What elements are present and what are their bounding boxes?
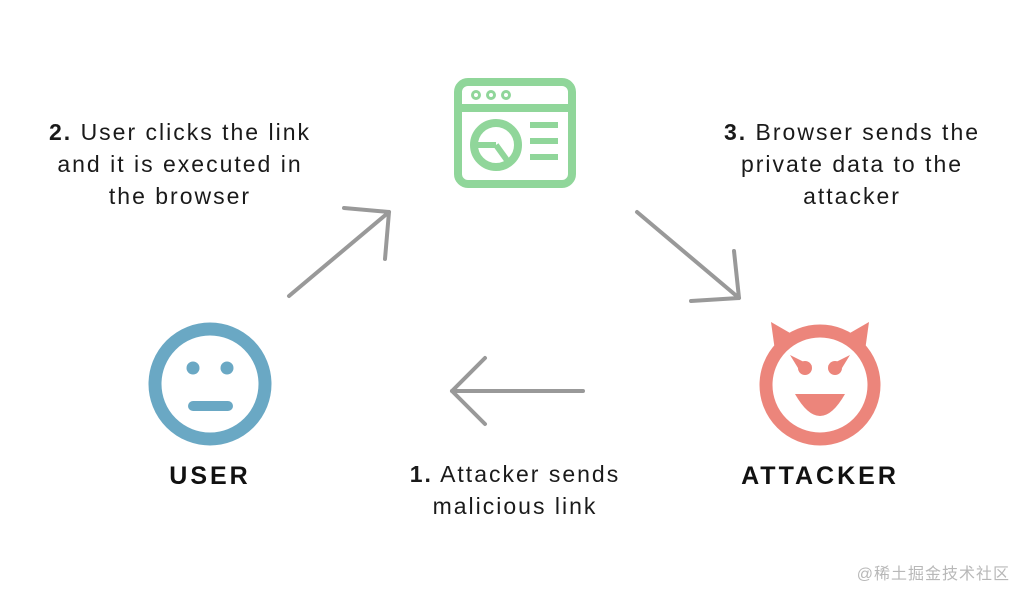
step-1-text-line1: Attacker sends	[440, 461, 621, 487]
step-1-line1: 1. Attacker sends	[365, 458, 665, 490]
user-face-icon	[148, 322, 272, 446]
arrow-attacker-to-user	[450, 356, 585, 426]
step-2-caption: 2. User clicks the link and it is execut…	[10, 116, 350, 212]
step-1-caption: 1. Attacker sends malicious link	[365, 458, 665, 522]
step-2-number: 2.	[48, 119, 73, 145]
step-1-text-line2: malicious link	[432, 493, 598, 519]
step-2-text-line3: the browser	[108, 183, 252, 209]
step-3-number: 3.	[723, 119, 748, 145]
arrow-browser-to-attacker	[635, 210, 741, 303]
step-2-line1: 2. User clicks the link	[10, 116, 350, 148]
step-1-number: 1.	[409, 461, 433, 487]
step-2-text-line2: and it is executed in	[57, 151, 303, 177]
attacker-label: ATTACKER	[741, 462, 899, 490]
step-3-text-line1: Browser sends the	[755, 119, 981, 145]
step-2-text-line1: User clicks the link	[80, 119, 311, 145]
step-3-text-line2: private data to the	[740, 151, 964, 177]
step-3-line1: 3. Browser sends the	[682, 116, 1022, 148]
user-label: USER	[169, 462, 251, 490]
arrow-user-to-browser	[287, 206, 391, 298]
browser-window-icon	[454, 78, 576, 188]
watermark: @稀土掘金技术社区	[856, 566, 1010, 583]
step-3-text-line3: attacker	[803, 183, 901, 209]
step-3-caption: 3. Browser sends the private data to the…	[682, 116, 1022, 212]
attacker-devil-icon	[759, 322, 881, 446]
